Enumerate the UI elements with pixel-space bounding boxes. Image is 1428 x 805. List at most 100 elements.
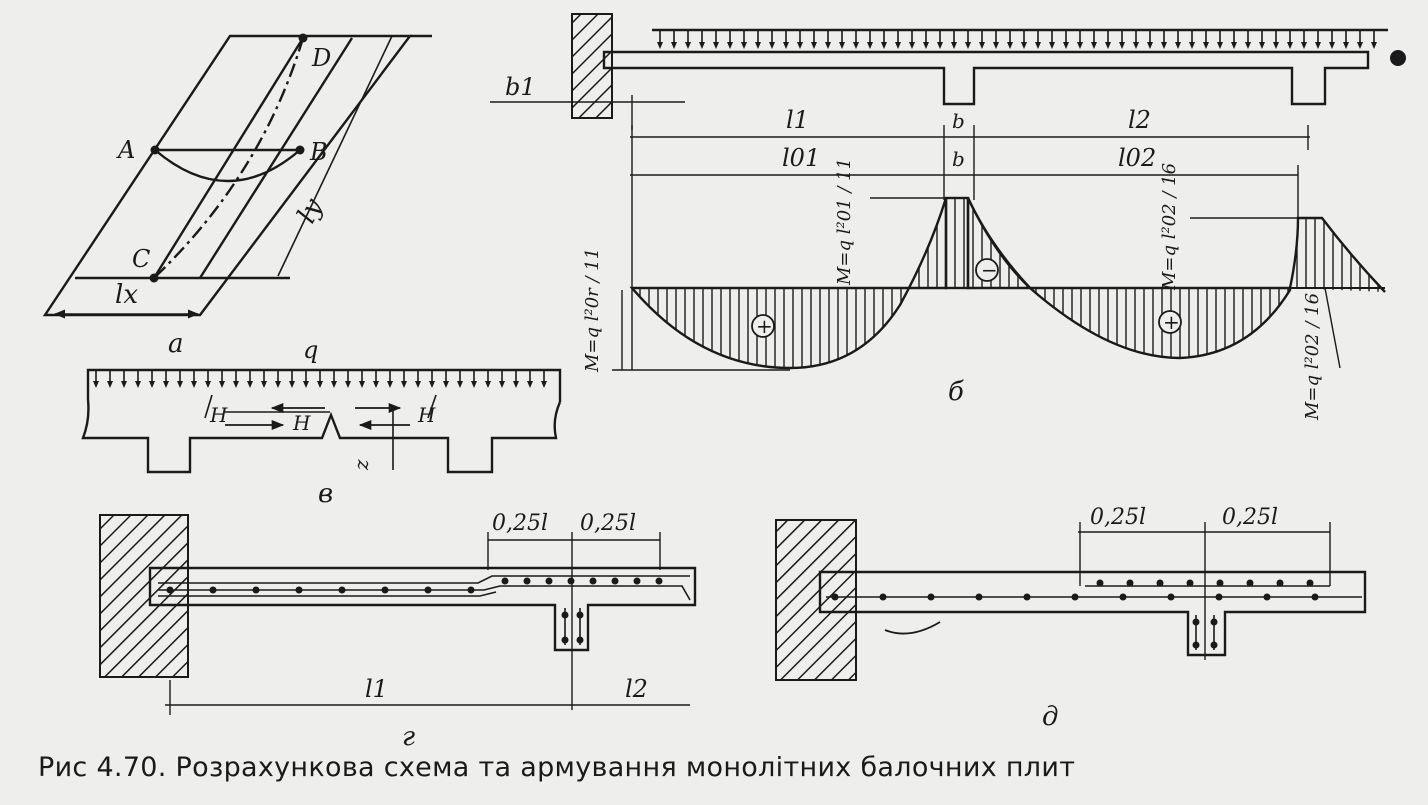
load-arrow-head [373,381,379,388]
sign-minus: − [981,258,998,282]
ink-blot [1390,50,1406,66]
label-z: z [349,459,373,471]
rebar-dot [545,577,553,585]
strip-line-right [198,37,354,279]
load-arrow-head [1273,42,1279,49]
rebar-dot [1096,579,1104,587]
panel-d-reinforcement [775,519,1367,681]
load-arrow-head [783,42,789,49]
label-panel-g: г [402,722,415,752]
rebar-dot [576,636,584,644]
label-b1: b1 [505,73,536,101]
load-arrow-head [345,381,351,388]
load-arrow-head [527,381,533,388]
load-arrow-head [825,42,831,49]
load-arrow-head [1259,42,1265,49]
load-arrow-head [1217,42,1223,49]
load-arrow-head [471,381,477,388]
label-panel-d: д [1042,702,1058,732]
label-panel-v: в [318,479,333,509]
load-arrow-head [769,42,775,49]
rebar-dot [576,611,584,619]
rebar-dot [1156,579,1164,587]
load-arrow-head [303,381,309,388]
load-arrow-head [1021,42,1027,49]
crack-left [204,394,213,419]
rebar-dots-g [166,577,663,644]
load-arrow-head [755,42,761,49]
label-b-mid: b [952,147,965,171]
rebar-dot [523,577,531,585]
rebar-dot [338,586,346,594]
load-arrow-head [979,42,985,49]
sign-plus-1: + [756,314,773,338]
load-arrow-head [261,381,267,388]
load-arrow-head [415,381,421,388]
load-arrow-head [1189,42,1195,49]
label-q: q [303,336,318,364]
load-arrow-head [93,381,99,388]
load-arrow-head [513,381,519,388]
rebar-dot [1192,618,1200,626]
label-panel-b: б [948,377,964,407]
rebar-dot [1276,579,1284,587]
slab-v-body [81,399,562,474]
rebar-dot [561,636,569,644]
load-arrow-head [1091,42,1097,49]
load-arrow-head [713,42,719,49]
distributed-load-arrows [657,31,1377,49]
rebar-dot [1246,579,1254,587]
load-arrow-head [797,42,803,49]
label-point-b: B [309,138,328,166]
rebar-dot [927,593,935,601]
plus-sign-2 [1158,310,1182,334]
label-b-top: b [952,109,965,133]
rebar-dot [1071,593,1079,601]
rebar-dot [252,586,260,594]
load-arrow-head [1147,42,1153,49]
rebar-dot [209,586,217,594]
rebar-dots-d [831,579,1319,649]
point-b-dot [295,145,305,155]
load-arrow-head [965,42,971,49]
bent-bar-top [158,575,690,584]
load-arrow-head [1203,42,1209,49]
rebar-dot [1216,579,1224,587]
load-arrow-head [853,42,859,49]
moment-level-3 [1324,287,1341,369]
load-arrow-head [233,381,239,388]
load-arrow-head [937,42,943,49]
bent-bar-bent [158,585,691,601]
rebar-dot [589,577,597,585]
label-g-l2: l2 [625,675,648,703]
load-arrow-head [457,381,463,388]
label-moment-support-1: M=q l²01 / 11 [834,158,855,286]
label-g-l1: l1 [365,675,388,703]
load-arrow-head [1119,42,1125,49]
rebar-dot [879,593,887,601]
slab-with-ribs [602,50,1370,106]
load-arrow-head [741,42,747,49]
rebar-dot [1167,593,1175,601]
wall-d-hatch [775,519,857,681]
moment-end-support [1288,216,1386,293]
load-arrow-head [149,381,155,388]
load-arrow-head [107,381,113,388]
plus-sign-1 [751,314,775,338]
load-arrow-head [247,381,253,388]
label-l1: l1 [786,106,809,134]
load-arrow-head [1105,42,1111,49]
load-arrow-head [317,381,323,388]
load-arrow-head [135,381,141,388]
load-arrow-head [1371,42,1377,49]
load-arrow-head [1133,42,1139,49]
load-arrow-head [1007,42,1013,49]
bottom-bar-g [158,591,497,597]
strip-line-left [152,37,305,279]
load-arrow-head [1231,42,1237,49]
rebar-dot [1119,593,1127,601]
rebar-dot [1263,593,1271,601]
rebar-dot [831,593,839,601]
ink-mark [884,621,941,635]
